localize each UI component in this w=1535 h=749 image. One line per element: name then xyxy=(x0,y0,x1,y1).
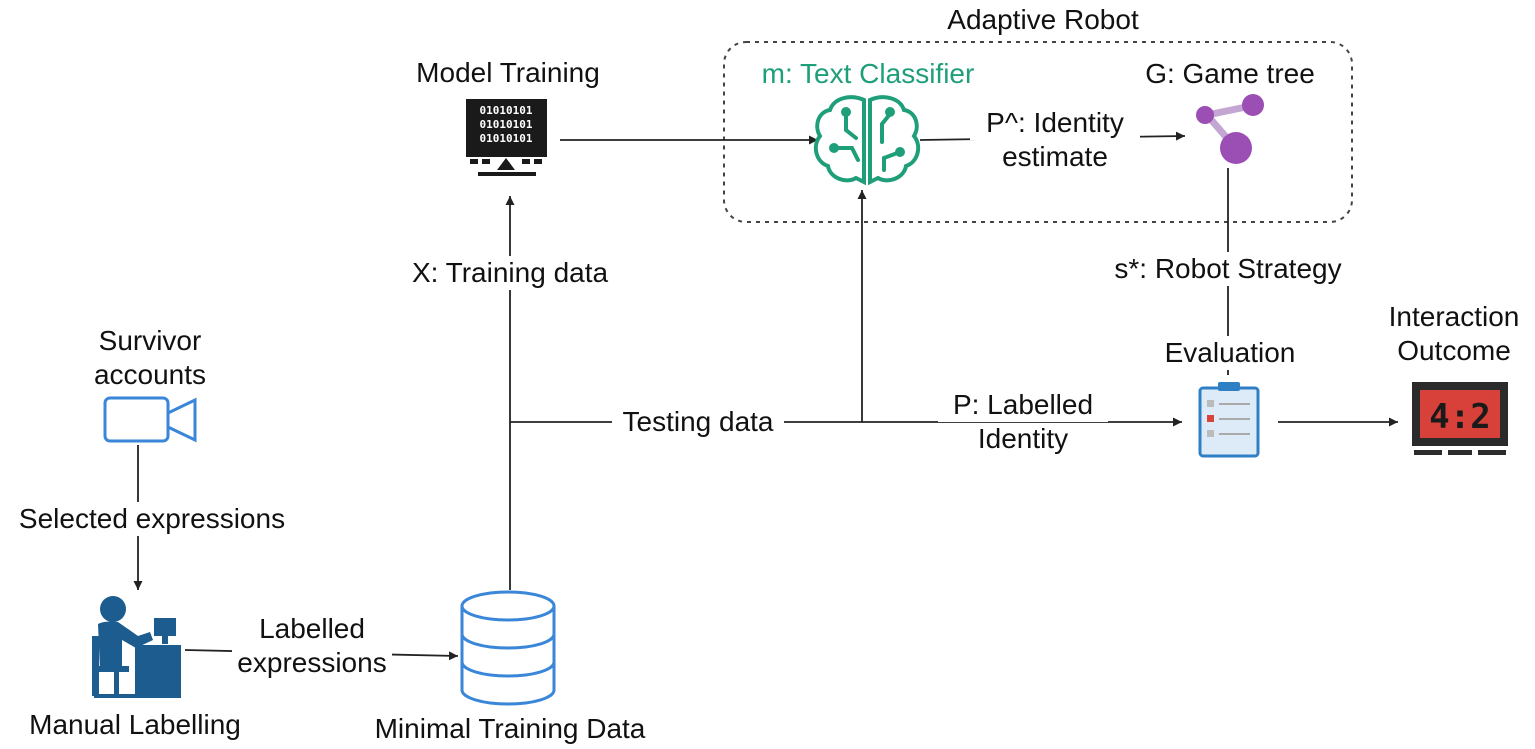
labelled-expressions-label-line2: expressions xyxy=(232,646,392,680)
survivor-accounts-label-line1: Survivor xyxy=(98,325,202,356)
interaction-outcome-label-line1: Interaction xyxy=(1388,301,1520,332)
selected-expressions-label: Selected expressions xyxy=(2,502,302,536)
game-tree-label: G: Game tree xyxy=(1145,58,1315,89)
adaptive-robot-title: Adaptive Robot xyxy=(947,4,1139,35)
clipboard-checklist-icon xyxy=(1198,382,1260,458)
person-at-desk-icon xyxy=(92,596,181,698)
scoreboard-score: 4:2 xyxy=(1429,397,1490,437)
scoreboard-monitor-icon: 4:2 xyxy=(1412,382,1508,455)
labelled-identity-label-line2: Identity xyxy=(977,423,1069,454)
testing-data-label: Testing data xyxy=(612,405,784,439)
identity-estimate-label-line1: P^: Identity xyxy=(970,106,1140,140)
computer-binary-icon: 01010101 01010101 01010101 xyxy=(466,99,547,176)
video-camera-icon xyxy=(103,396,197,443)
evaluation-label: Evaluation xyxy=(1150,336,1310,370)
graph-nodes-icon xyxy=(1196,94,1264,164)
labelled-expressions-label-line1: Labelled xyxy=(232,612,392,646)
interaction-outcome-label-line2: Outcome xyxy=(1397,335,1511,366)
minimal-training-data-label: Minimal Training Data xyxy=(374,713,646,744)
survivor-accounts-label-line2: accounts xyxy=(93,359,207,390)
brain-circuit-icon xyxy=(813,95,921,186)
svg-text:01010101: 01010101 xyxy=(480,104,533,117)
manual-labelling-label: Manual Labelling xyxy=(29,709,241,740)
text-classifier-label: m: Text Classifier xyxy=(761,58,975,89)
labelled-identity-label-line1: P: Labelled xyxy=(938,388,1108,422)
svg-text:01010101: 01010101 xyxy=(480,132,533,145)
database-icon xyxy=(460,590,556,706)
identity-estimate-label-line2: estimate xyxy=(1002,141,1108,172)
robot-strategy-label: s*: Robot Strategy xyxy=(1100,252,1356,286)
svg-text:01010101: 01010101 xyxy=(480,118,533,131)
model-training-label: Model Training xyxy=(416,57,600,88)
adaptive-robot-group-box xyxy=(723,41,1353,223)
training-data-label: X: Training data xyxy=(385,256,635,290)
